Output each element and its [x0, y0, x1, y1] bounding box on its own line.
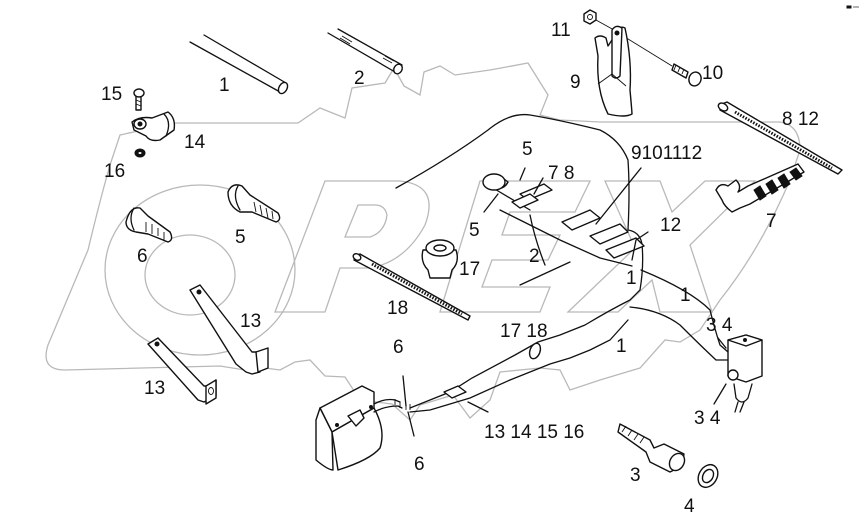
callout-1-harness-c: 1: [616, 336, 627, 357]
part-9-bracket-clamp: [594, 25, 633, 117]
part-8-12-cable-tie: [717, 101, 843, 175]
part-3-fitting: [617, 423, 686, 473]
callout-1: 1: [219, 75, 230, 96]
watermark-letter-p: [274, 180, 430, 313]
callout-3-4-top: 3 4: [706, 315, 733, 336]
part-10-bolt: [671, 63, 702, 87]
watermark-letter-x: [566, 180, 757, 313]
harness-tag-9101112-b: [589, 223, 629, 245]
watermark-letter-o-inner: [144, 234, 236, 316]
part-16-washer: [134, 148, 146, 158]
part-2-hose-sleeve: [327, 28, 403, 75]
part-14-clamp: [131, 111, 176, 142]
callout-7-8: 7 8: [548, 163, 574, 184]
watermark-letter-o-outer: [104, 184, 296, 356]
harness-collar-17-18: [528, 342, 542, 360]
callout-15: 15: [101, 84, 122, 105]
tank-outline: [395, 113, 630, 231]
part-tank-unit: [315, 385, 411, 471]
callout-10: 10: [702, 63, 723, 84]
callout-18: 18: [387, 298, 408, 319]
callout-9101112: 9101112: [631, 143, 702, 164]
part-1-hose: [189, 34, 289, 95]
callout-8-12: 8 12: [782, 109, 819, 130]
harness-assembly: [395, 113, 729, 413]
part-4-sealing-ring: [697, 463, 719, 489]
part-15-screw: [133, 88, 145, 111]
leader-lines: [402, 167, 649, 437]
callout-14: 14: [184, 132, 206, 153]
callout-6-top: 6: [393, 337, 404, 358]
watermark-letter-e: [439, 180, 592, 313]
harness-tag-13: [443, 385, 467, 399]
part-6-connector: [125, 207, 173, 243]
callout-1-harness-a: 1: [626, 268, 637, 289]
callout-2-harness: 2: [529, 246, 540, 267]
watermark-gear-outline: [45, 62, 801, 421]
part-3-4-valve: [713, 334, 763, 413]
callout-16: 16: [104, 161, 125, 182]
callout-3: 3: [630, 465, 641, 486]
callout-2: 2: [354, 68, 365, 89]
callout-3-4-bottom: 3 4: [694, 408, 721, 429]
harness-tag-9101112-a: [561, 209, 601, 231]
callout-9: 9: [570, 72, 581, 93]
callout-11: 11: [551, 20, 571, 41]
callout-13-upper: 13: [240, 311, 261, 332]
part-5-connector: [227, 184, 281, 223]
leader-34-bottom: [713, 383, 727, 405]
callout-17: 17: [459, 259, 480, 280]
harness-tag-a: [511, 193, 539, 209]
callout-13-lower: 13: [144, 378, 165, 399]
callout-4: 4: [684, 496, 695, 517]
callout-5-harness: 5: [522, 139, 533, 160]
callout-12: 12: [660, 215, 681, 236]
harness-tag-12: [605, 237, 645, 259]
callout-1-harness-b: 1: [680, 285, 691, 306]
part-18-cable-tie: [352, 253, 471, 321]
part-13-bracket-upper: [189, 284, 269, 375]
part-13-bracket-lower: [147, 337, 217, 405]
harness-loop: [482, 173, 506, 191]
callout-7: 7: [766, 211, 777, 232]
callout-6: 6: [137, 246, 148, 267]
assembly-line-11-10: [595, 19, 673, 67]
callout-17-18: 17 18: [500, 321, 548, 342]
callout-labels: 1 2 15 14 16 5 6 11 9 10 8 12 7 5 7 8 91…: [101, 20, 819, 517]
corner-mark: [846, 5, 859, 9]
callout-5: 5: [235, 227, 246, 248]
leader-13141516: [467, 401, 489, 413]
callout-6-bottom: 6: [414, 454, 425, 475]
part-7-clip-strip: [715, 163, 805, 213]
part-11-nut: [583, 9, 597, 25]
callout-13-14-15-16: 13 14 15 16: [484, 422, 584, 443]
callout-5-harness-lower: 5: [469, 220, 480, 241]
part-17-grommet: [421, 239, 459, 279]
leader-34-top: [717, 337, 727, 349]
